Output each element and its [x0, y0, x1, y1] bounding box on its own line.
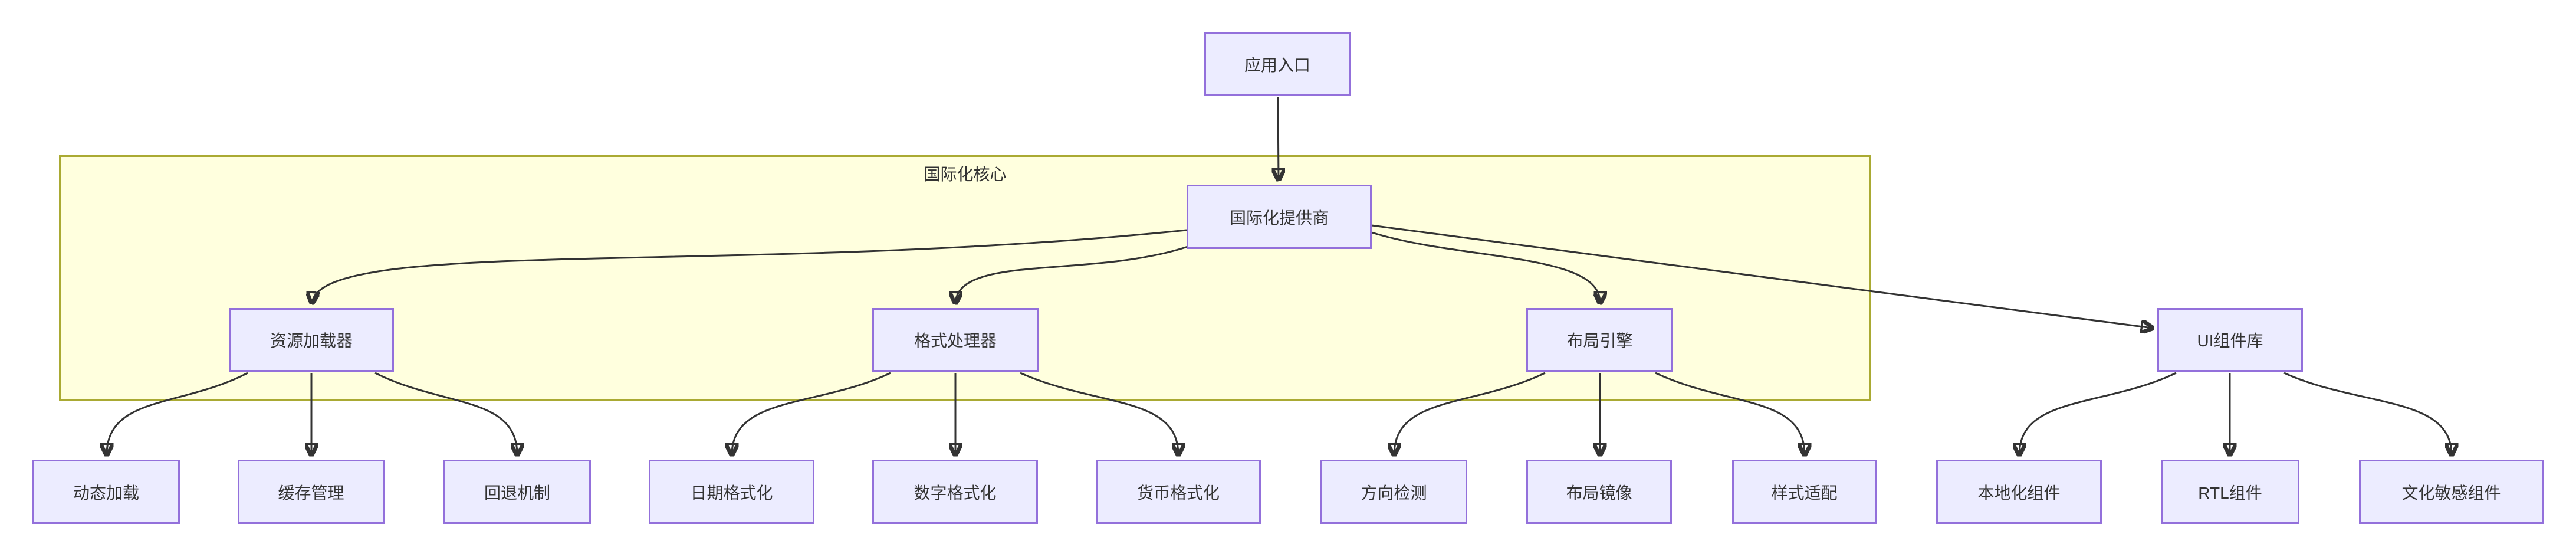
- node-cache-management: 缓存管理: [238, 460, 385, 524]
- edge-layout-engine-to-direction-detection: [1394, 372, 1546, 455]
- edge-resource-loader-to-fallback-mechanism: [374, 372, 517, 455]
- edge-format-processor-to-currency-formatting: [1020, 372, 1178, 455]
- node-dynamic-loading: 动态加载: [32, 460, 180, 524]
- edge-resource-loader-to-dynamic-loading: [107, 372, 248, 455]
- node-layout-mirroring: 布局镜像: [1526, 460, 1672, 524]
- node-culture-sensitive-components: 文化敏感组件: [2359, 460, 2544, 524]
- edge-ui-library-to-localized-components: [2019, 372, 2177, 455]
- edge-ui-library-to-culture-sensitive-components: [2283, 372, 2452, 455]
- node-direction-detection: 方向检测: [1320, 460, 1467, 524]
- node-ui-library: UI组件库: [2157, 308, 2303, 372]
- node-app-entry: 应用入口: [1204, 32, 1351, 96]
- node-resource-loader: 资源加载器: [229, 308, 394, 372]
- node-i18n-provider: 国际化提供商: [1187, 185, 1372, 249]
- node-number-formatting: 数字格式化: [872, 460, 1038, 524]
- edge-provider-to-format-processor: [955, 245, 1188, 303]
- node-date-formatting: 日期格式化: [649, 460, 814, 524]
- node-fallback-mechanism: 回退机制: [443, 460, 591, 524]
- edge-provider-to-ui-library: [1371, 224, 2153, 328]
- node-rtl-components: RTL组件: [2161, 460, 2299, 524]
- node-currency-formatting: 货币格式化: [1096, 460, 1261, 524]
- edge-app-entry-to-provider: [1278, 96, 1279, 180]
- edge-provider-to-resource-loader: [312, 229, 1187, 303]
- edge-format-processor-to-date-formatting: [732, 372, 891, 455]
- edge-provider-to-layout-engine: [1371, 231, 1600, 303]
- node-layout-engine: 布局引擎: [1526, 308, 1673, 372]
- node-localized-components: 本地化组件: [1936, 460, 2102, 524]
- cluster-i18n-core-label: 国际化核心: [924, 165, 1007, 184]
- node-format-processor: 格式处理器: [872, 308, 1039, 372]
- edge-layout-engine-to-style-adaptation: [1655, 372, 1805, 455]
- node-style-adaptation: 样式适配: [1732, 460, 1877, 524]
